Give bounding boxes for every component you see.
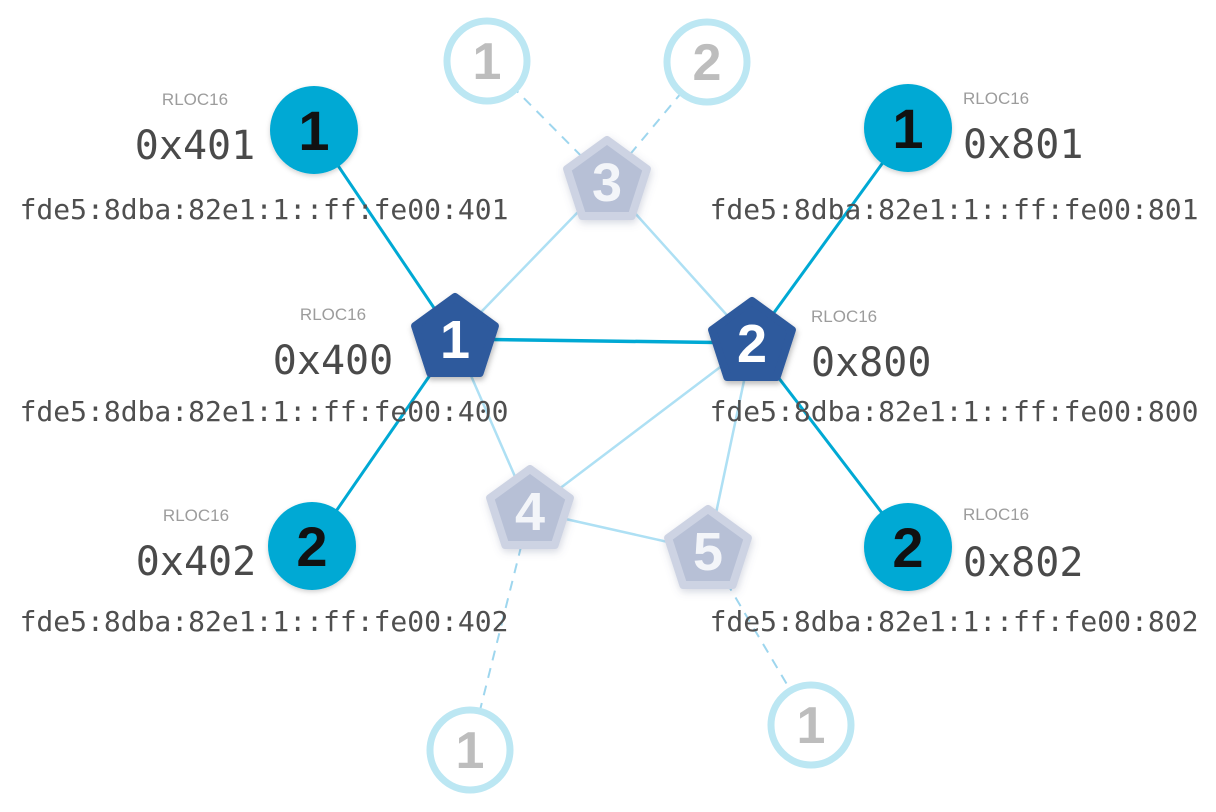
child-802-number: 2 [892, 516, 923, 579]
edge-router-2-router-4 [529, 342, 753, 512]
node-router-5[interactable]: 5 [664, 505, 752, 589]
node-child-top-1[interactable]: 1 [443, 17, 531, 105]
router-5-pentagon-shape [664, 505, 752, 589]
child-bottom-2-number: 1 [797, 697, 826, 755]
label-child-402-rloc16-title: RLOC16 [163, 506, 229, 525]
child-top-1-circle-shape [443, 17, 531, 105]
node-router-3[interactable]: 3 [563, 136, 651, 220]
node-router-4[interactable]: 4 [486, 465, 574, 549]
child-top-2-number: 2 [693, 34, 722, 92]
router-2-pentagon-shape [708, 297, 796, 381]
label-child-801-ipv6-address: fde5:8dba:82e1:1::ff:fe00:801 [710, 193, 1199, 226]
edge-router-2-child-801 [750, 127, 910, 344]
label-child-401-rloc16-value: 0x401 [135, 123, 255, 169]
child-bottom-1-number: 1 [456, 722, 485, 780]
label-router-2-rloc16-title: RLOC16 [811, 307, 877, 326]
label-child-801-rloc16-value: 0x801 [963, 122, 1083, 168]
node-child-402[interactable]: 2 [268, 502, 356, 590]
label-child-402-rloc16-value: 0x402 [136, 539, 256, 585]
child-402-circle-shape [268, 502, 356, 590]
child-802-circle-shape [864, 503, 952, 591]
label-child-402-ipv6-address: fde5:8dba:82e1:1::ff:fe00:402 [20, 605, 509, 638]
label-router-2-rloc16-value: 0x800 [811, 340, 931, 386]
node-child-401[interactable]: 1 [270, 86, 358, 174]
node-child-801[interactable]: 1 [864, 84, 952, 172]
router-4-number: 4 [515, 482, 545, 542]
label-router-1-ipv6-address: fde5:8dba:82e1:1::ff:fe00:400 [20, 395, 509, 428]
label-router-2-ipv6-address: fde5:8dba:82e1:1::ff:fe00:800 [710, 395, 1199, 428]
edge-router-1-router-2 [454, 337, 753, 345]
label-router-1-rloc16-title: RLOC16 [300, 305, 366, 324]
label-child-401-ipv6-address: fde5:8dba:82e1:1::ff:fe00:401 [20, 193, 509, 226]
child-401-number: 1 [298, 99, 329, 162]
nodes-layer: 1 2 3 4 5 1 2 1 2 1 2 1 1 [268, 17, 952, 794]
child-801-number: 1 [892, 97, 923, 160]
node-child-bottom-1[interactable]: 1 [426, 706, 514, 794]
router-3-number: 3 [592, 153, 622, 213]
node-child-802[interactable]: 2 [864, 503, 952, 591]
child-top-1-number: 1 [473, 33, 502, 91]
label-router-1-rloc16-value: 0x400 [273, 338, 393, 384]
router-4-pentagon-shape [486, 465, 574, 549]
label-child-802-ipv6-address: fde5:8dba:82e1:1::ff:fe00:802 [710, 605, 1199, 638]
child-bottom-2-circle-shape [767, 681, 855, 769]
label-child-401-rloc16-title: RLOC16 [162, 90, 228, 109]
label-child-802-rloc16-title: RLOC16 [963, 505, 1029, 524]
child-402-number: 2 [296, 515, 327, 578]
router-1-pentagon-shape [411, 293, 499, 377]
router-5-number: 5 [693, 522, 723, 582]
node-child-top-2[interactable]: 2 [663, 18, 751, 106]
node-router-2[interactable]: 2 [708, 297, 796, 381]
router-1-number: 1 [440, 310, 470, 370]
node-child-bottom-2[interactable]: 1 [767, 681, 855, 769]
router-3-pentagon-shape [563, 136, 651, 220]
child-bottom-1-circle-shape [426, 706, 514, 794]
label-child-801-rloc16-title: RLOC16 [963, 89, 1029, 108]
child-801-circle-shape [864, 84, 952, 172]
label-child-802-rloc16-value: 0x802 [963, 540, 1083, 586]
router-2-number: 2 [737, 314, 767, 374]
labels-layer: RLOC160x400fde5:8dba:82e1:1::ff:fe00:400… [20, 89, 1199, 638]
node-router-1[interactable]: 1 [411, 293, 499, 377]
child-top-2-circle-shape [663, 18, 751, 106]
child-401-circle-shape [270, 86, 358, 174]
